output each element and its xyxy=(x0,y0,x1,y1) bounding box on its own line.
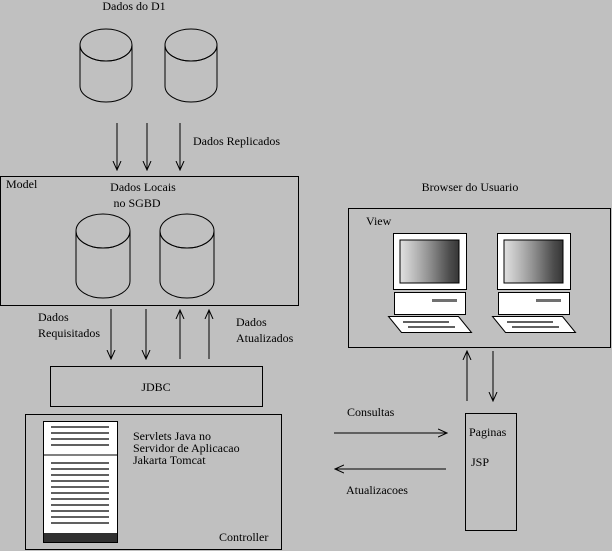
model-label: Model xyxy=(6,177,38,191)
consultas-label: Consultas xyxy=(347,405,395,419)
controller-text-line-3: Jakarta Tomcat xyxy=(133,453,206,467)
model-box xyxy=(0,176,299,306)
controller-label: Controller xyxy=(219,530,268,544)
database-cylinder-icon xyxy=(75,213,131,299)
dados-do-d1-label: Dados do D1 xyxy=(102,0,165,13)
database-d1-right xyxy=(164,28,218,103)
controller-text-line-2: Servidor de Aplicacao xyxy=(133,441,240,455)
atualizacoes-label: Atualizacoes xyxy=(346,483,408,497)
desktop-computer-icon xyxy=(387,233,473,333)
dados-locais-label-line-1: Dados Locais xyxy=(110,180,176,194)
dados-atualizados-label-line-1: Dados xyxy=(236,315,267,329)
view-label: View xyxy=(366,214,392,228)
database-local-right xyxy=(159,213,215,299)
server-tower-icon xyxy=(43,421,118,543)
dados-requisitados-label-line-1: Dados xyxy=(38,310,69,324)
database-cylinder-icon xyxy=(79,28,133,103)
jsp-box xyxy=(465,413,517,531)
dados-locais-label-line-2: no SGBD xyxy=(113,196,160,210)
dados-requisitados-label-line-2: Requisitados xyxy=(38,326,100,340)
database-cylinder-icon xyxy=(164,28,218,103)
database-d1-left xyxy=(79,28,133,103)
computer-right xyxy=(491,233,577,333)
controller-text-line-1: Servlets Java no xyxy=(133,429,211,443)
jsp-label: JSP xyxy=(471,455,489,469)
jdbc-box xyxy=(50,366,263,407)
browser-label: Browser do Usuario xyxy=(422,180,519,194)
database-cylinder-icon xyxy=(159,213,215,299)
dados-replicados-label: Dados Replicados xyxy=(193,134,280,148)
jdbc-label: JDBC xyxy=(141,380,170,394)
paginas-label: Paginas xyxy=(469,425,507,439)
controller-box xyxy=(25,414,282,550)
computer-left xyxy=(387,233,473,333)
desktop-computer-icon xyxy=(491,233,577,333)
view-box xyxy=(348,208,611,348)
dados-atualizados-label-line-2: Atualizados xyxy=(236,331,294,345)
database-local-left xyxy=(75,213,131,299)
server-tower-vents xyxy=(51,426,109,524)
